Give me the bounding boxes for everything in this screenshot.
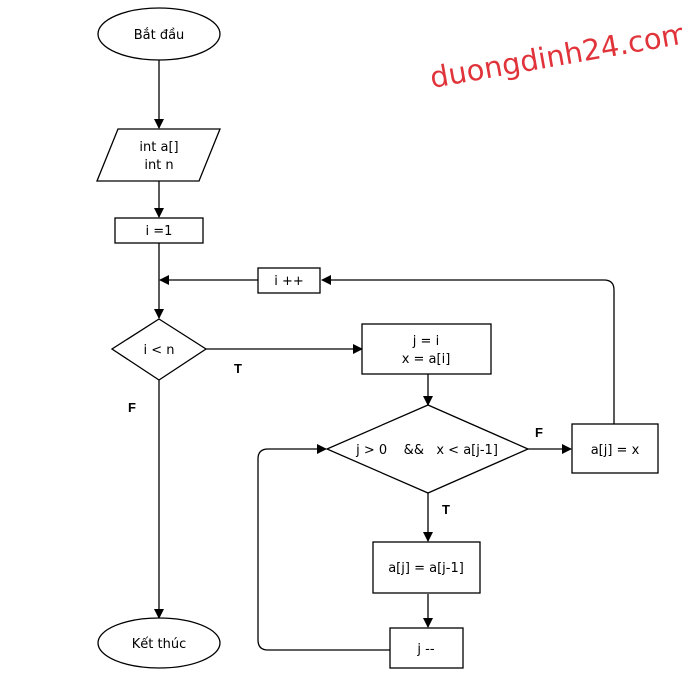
watermark-text: duongdinh24.com — [427, 16, 682, 95]
outer-false-label: F — [128, 400, 136, 415]
decrement-process — [389, 627, 464, 669]
decrement-label: j -- — [416, 642, 434, 657]
input-parallelogram — [96, 128, 221, 182]
place-process — [571, 423, 659, 474]
assign-line-2: x = a[i] — [402, 352, 451, 367]
outer-true-label: T — [234, 361, 242, 376]
init-process — [114, 217, 204, 244]
place-label: a[j] = x — [591, 443, 640, 458]
edge-place-to-increment — [321, 275, 615, 424]
increment-label: i ++ — [274, 274, 304, 289]
shift-process — [372, 541, 481, 594]
inner-decision — [325, 404, 530, 494]
init-label: i =1 — [146, 224, 173, 239]
end-label: Kết thúc — [132, 637, 186, 652]
start-label: Bắt đầu — [134, 28, 185, 43]
input-line-1: int a[] — [139, 140, 178, 155]
assign-process — [361, 323, 492, 375]
increment-process — [257, 267, 321, 294]
assign-line-1: j = i — [412, 334, 439, 349]
inner-decision-label: j > 0 && x < a[j-1] — [355, 443, 498, 458]
outer-decision — [110, 318, 208, 381]
inner-false-label: F — [535, 425, 543, 440]
shift-label: a[j] = a[j-1] — [388, 561, 464, 576]
start-terminal — [97, 7, 221, 61]
edge-decrement-loop-back — [257, 444, 390, 651]
end-terminal — [97, 617, 221, 669]
outer-decision-label: i < n — [143, 343, 174, 358]
input-line-2: int n — [144, 158, 173, 173]
inner-true-label: T — [442, 502, 450, 517]
